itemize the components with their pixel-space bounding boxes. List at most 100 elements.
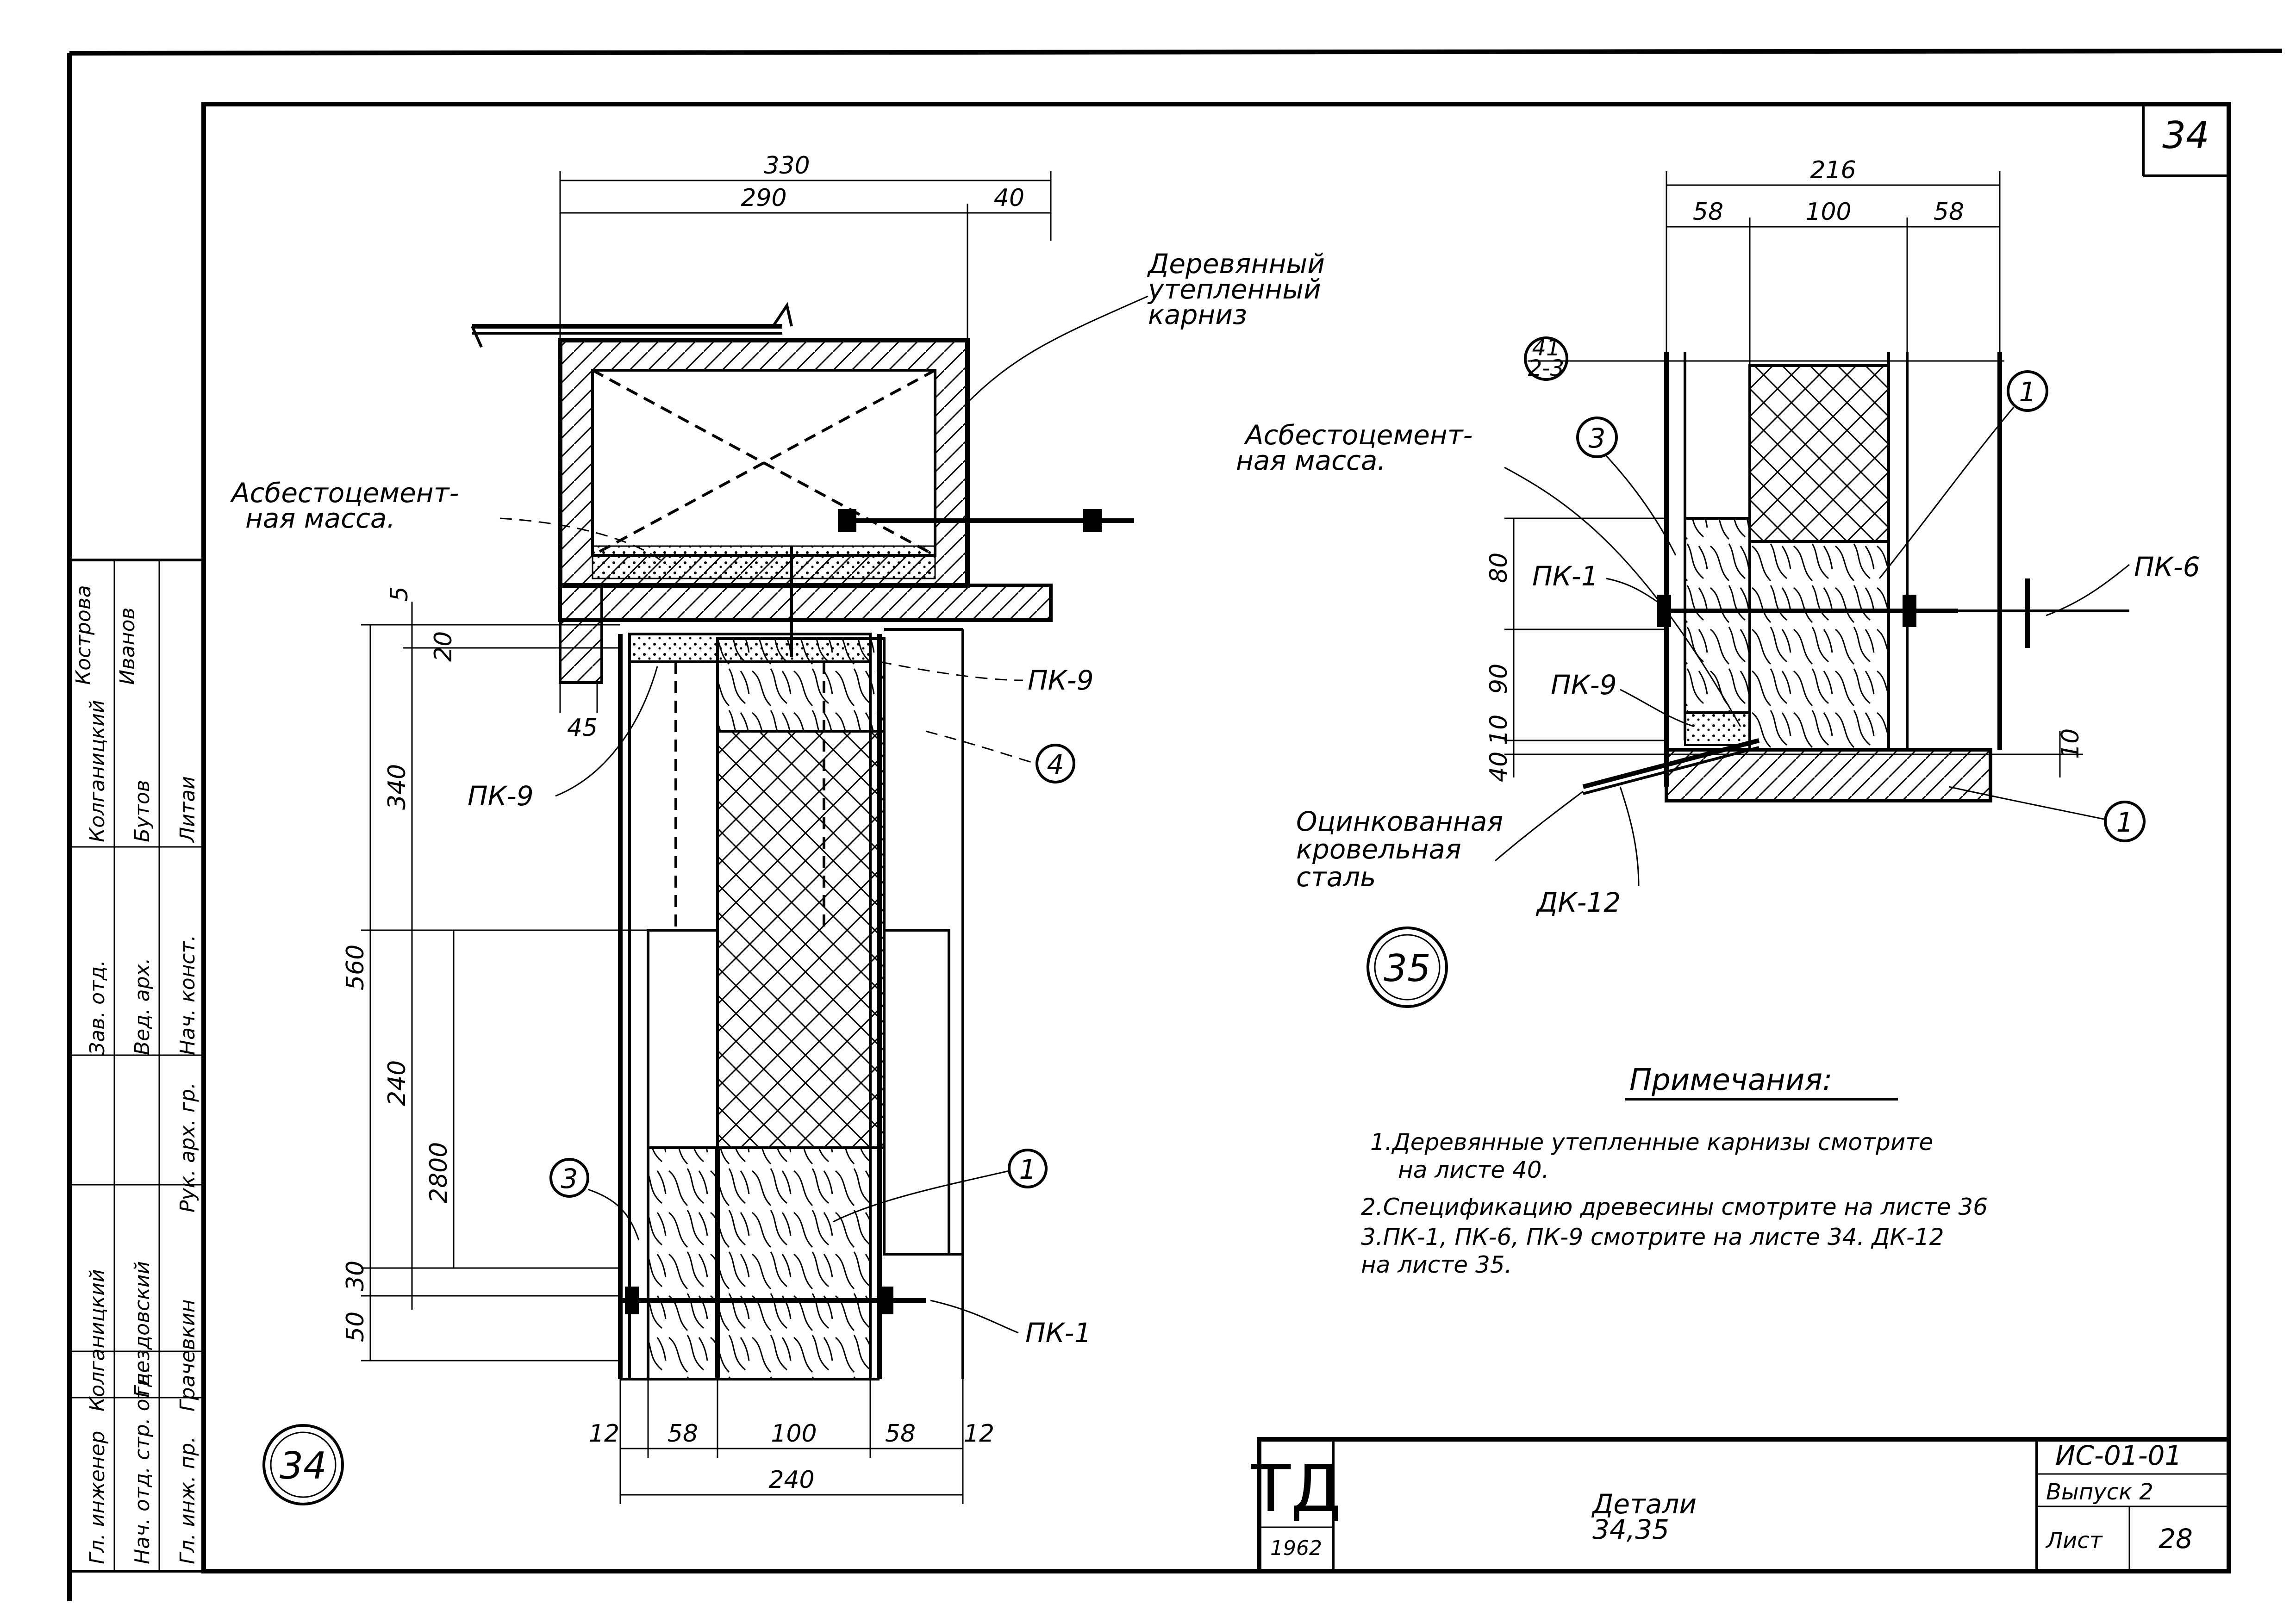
stamp-row-7-name: Бутов: [131, 780, 154, 842]
corner-number-box: 34: [2142, 104, 2229, 177]
dims-top-35: 216 58 100 58: [1666, 156, 2001, 366]
timber-beam: [647, 1146, 872, 1380]
detail-35-number: 35: [1384, 947, 1431, 990]
callout-1-circle: [1008, 1149, 1048, 1188]
asbestos-label-34-line2: ная масса.: [245, 503, 395, 534]
stamp-row-1-name: Колганицкий: [86, 1269, 109, 1412]
insulation-core-35: [1748, 364, 1890, 543]
pk9-label-right: ПК-9: [1028, 665, 1094, 696]
dim-50: 50: [342, 1312, 369, 1342]
section-ref-circle: [1524, 336, 1568, 381]
subtitle: 34,35: [1592, 1514, 1669, 1545]
dims-left-34: 5 20 45 340 560 240 2800 30 50: [342, 586, 648, 1362]
stamp-row-9-name: Кострова: [72, 585, 95, 685]
dim-b-58a: 58: [668, 1420, 698, 1448]
callout-3-circle-35: [1576, 417, 1618, 458]
stamp-row-6-role: Зав. отд.: [86, 960, 109, 1055]
note-line-3: 2.Спецификацию древесины смотрите на лис…: [1361, 1194, 1988, 1220]
dim-58-right: 58: [1934, 198, 1964, 226]
dims-bottom-34: 12 58 100 58 12 240: [589, 1379, 994, 1504]
stamp-row-7-role: Вед. арх.: [131, 958, 154, 1055]
cornice-label-line2: утепленный: [1147, 274, 1321, 305]
dim-10: 10: [1485, 715, 1513, 745]
pk1-label-35: ПК-1: [1532, 560, 1598, 592]
notes-block: Примечания: 1.Деревянные утепленные карн…: [1361, 1063, 1988, 1278]
callout-3-35: 3: [1589, 423, 1606, 454]
timber-beam-35: [1748, 540, 1890, 751]
asbestos-label-35-line1: Асбестоцемент-: [1243, 419, 1472, 451]
stamp-row-2-role: Нач. отд. стр. отд.: [131, 1366, 154, 1564]
dim-40: 40: [994, 184, 1024, 212]
cornice-label-line1: Деревянный: [1147, 248, 1325, 280]
detail-34: Деревянный утепленный карниз Асбестоцеме…: [230, 152, 1325, 1505]
stamp-row-3-role: Гл. инж. пр.: [176, 1436, 200, 1564]
dim-240: 240: [383, 1060, 411, 1106]
dims-left-35: 80 90 10 40 10: [1485, 517, 2084, 782]
detail-34-number: 34: [280, 1444, 327, 1487]
stamp-row-3-name: Грачевкин: [176, 1300, 200, 1412]
logo-td: ТД: [1251, 1451, 1341, 1527]
insulation-core: [716, 730, 886, 1149]
stamp-table: Гл. инженер Колганицкий Зав. отд. Колган…: [68, 559, 205, 1573]
dim-90: 90: [1485, 664, 1513, 694]
dim-40-35: 40: [1485, 752, 1513, 782]
dim-340: 340: [383, 764, 411, 810]
stamp-row-8-name: Литаи: [176, 776, 200, 843]
pk6-label-35: ПК-6: [2134, 551, 2200, 583]
callout-3: 3: [561, 1163, 578, 1194]
asbestos-label-34-line1: Асбестоцемент-: [230, 477, 459, 509]
note-line-1: 1.Деревянные утепленные карнизы смотрите: [1370, 1129, 1933, 1156]
corner-number: 34: [2162, 114, 2209, 157]
callout-1-35a: 1: [2019, 376, 2036, 408]
section-ref-top: 41: [1532, 335, 1560, 361]
sheet-number: 28: [2159, 1523, 2193, 1555]
dim-216: 216: [1810, 156, 1856, 184]
dim-b-100: 100: [771, 1420, 817, 1448]
dim-100-35: 100: [1805, 198, 1851, 226]
section-ref-bottom: 2-3: [1528, 355, 1564, 381]
dim-290: 290: [741, 184, 786, 212]
title: Детали: [1591, 1488, 1697, 1520]
detail-35-marker: [1366, 927, 1448, 1008]
steel-label-line3: сталь: [1296, 861, 1376, 893]
callout-3-circle: [549, 1158, 589, 1198]
note-line-5: на листе 35.: [1361, 1251, 1512, 1278]
dim-10-right: 10: [2057, 728, 2084, 759]
pk1-label-34: ПК-1: [1025, 1317, 1092, 1349]
detail-35: 41 2-3 216 58 100 58 80 90 10 40: [1236, 156, 2200, 1008]
callout-1-circle-35b: [2104, 801, 2146, 842]
stamp-row-1-role: Гл. инженер: [86, 1431, 109, 1564]
notes-heading: Примечания:: [1629, 1063, 1833, 1097]
dim-45: 45: [567, 714, 598, 742]
steel-label-line1: Оцинкованная: [1296, 806, 1503, 837]
dim-330: 330: [764, 152, 810, 180]
stamp-row-2-name: Гнездовский: [131, 1261, 154, 1398]
title-block: ТД 1962 Детали 34,35 ИС-01-01 Выпуск 2 Л…: [1251, 1437, 2231, 1573]
callout-1: 1: [1019, 1154, 1036, 1185]
asbestos-label-35-line2: ная масса.: [1236, 445, 1386, 476]
callout-1-circle-35a: [2007, 370, 2048, 412]
callout-1-35b: 1: [2116, 807, 2134, 838]
stamp-row-8-role: Нач. конст.: [176, 935, 200, 1055]
callout-4: 4: [1047, 749, 1064, 780]
callout-4-circle: [1036, 744, 1075, 784]
steel-label-line2: кровельная: [1296, 833, 1461, 865]
year: 1962: [1270, 1536, 1322, 1560]
cornice-label-line3: карниз: [1148, 299, 1247, 330]
detail-34-marker: [262, 1424, 344, 1505]
dim-560: 560: [342, 945, 369, 990]
issue: Выпуск 2: [2046, 1479, 2153, 1505]
dim-5: 5: [386, 586, 413, 602]
dim-2800: 2800: [425, 1142, 453, 1203]
dim-b-240: 240: [768, 1466, 814, 1494]
stamp-row-6-name: Колганицкий: [86, 700, 109, 842]
pk9-label-left: ПК-9: [468, 780, 534, 812]
stamp-row-5-name: Иванов: [116, 608, 139, 685]
note-line-2: на листе 40.: [1398, 1157, 1549, 1183]
dim-b-12b: 12: [964, 1420, 994, 1448]
stamp-row-4-role: Рук. арх. гр.: [176, 1082, 200, 1213]
dims-top-34: 330 290 40: [559, 152, 1052, 340]
dim-58-left: 58: [1693, 198, 1723, 226]
sheet-label: Лист: [2045, 1528, 2103, 1554]
